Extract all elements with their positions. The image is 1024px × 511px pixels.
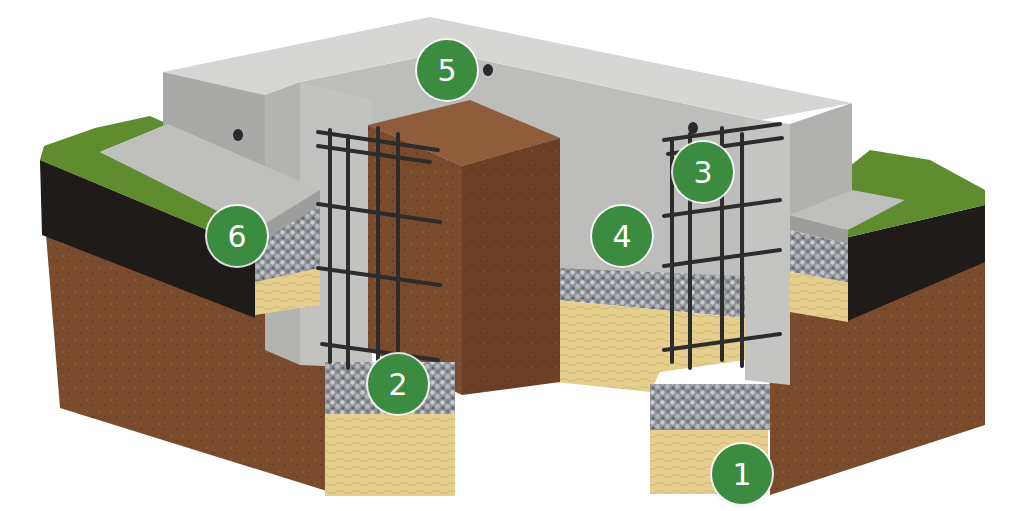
rebar-cage [664, 124, 782, 368]
callout-number: 4 [612, 220, 631, 253]
soil-block [770, 205, 985, 495]
pipe-hole [483, 64, 493, 76]
callout-circle: 3 [673, 142, 733, 202]
sand-layer [556, 300, 745, 392]
callout-circle: 2 [368, 354, 428, 414]
pipe-hole [233, 129, 243, 141]
rebar-cage [318, 128, 440, 368]
soil-block [462, 138, 560, 395]
callout-number: 6 [227, 220, 246, 253]
sand-cushion [325, 412, 455, 496]
callout-circle: 1 [712, 444, 772, 504]
gravel-cushion [650, 384, 770, 430]
callout-number: 2 [388, 368, 407, 401]
sand-layer [255, 268, 320, 315]
callout-number: 3 [693, 156, 712, 189]
sand-cushion [650, 428, 768, 494]
sand-layer [790, 272, 848, 322]
callout-circle: 5 [417, 40, 477, 100]
callout-number: 1 [732, 458, 751, 491]
callout-circle: 6 [207, 206, 267, 266]
soil-block [368, 125, 462, 395]
callout-number: 5 [437, 54, 456, 87]
callout-circle: 4 [592, 206, 652, 266]
